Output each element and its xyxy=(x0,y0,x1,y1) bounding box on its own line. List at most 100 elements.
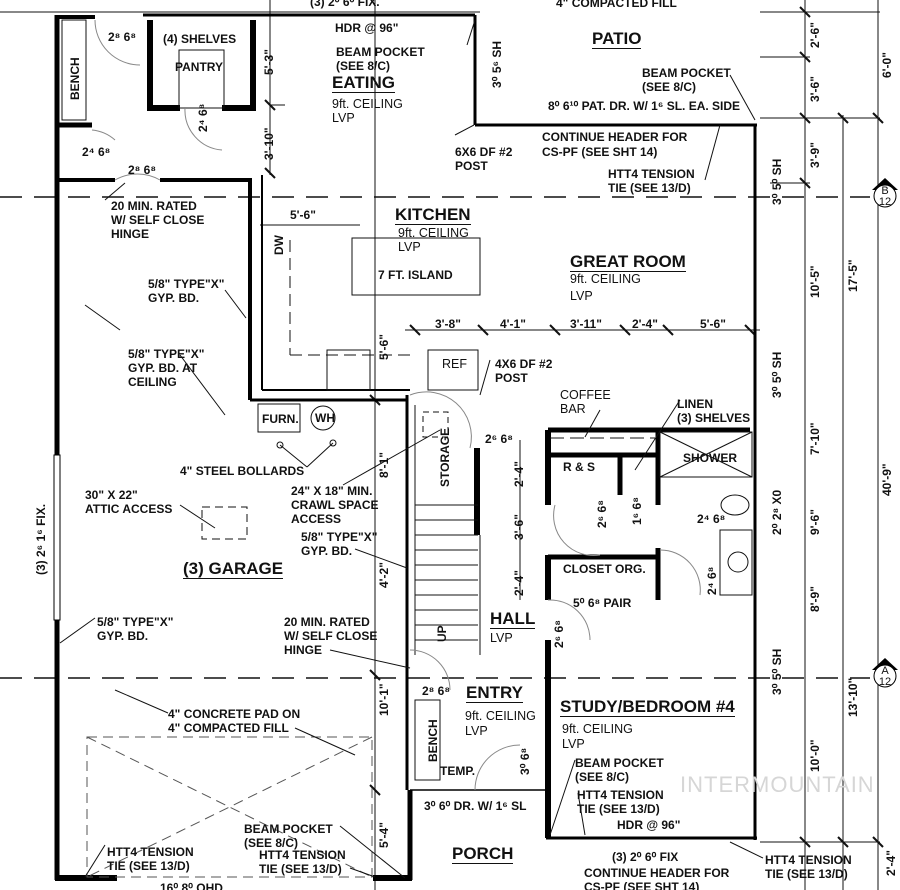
note-beam-pocket: BEAM POCKET xyxy=(575,756,664,770)
note-continue-header: CS-PF (SEE SHT 14) xyxy=(542,145,658,159)
closet-org-label: CLOSET ORG. xyxy=(563,562,646,576)
note-crawl: CRAWL SPACE xyxy=(291,498,379,512)
window-size: 3⁰ 5⁰ SH xyxy=(770,158,784,205)
note-window-fix: (3) 2⁶ 1⁶ FIX. xyxy=(34,503,48,575)
water-heater-outline xyxy=(310,405,336,431)
door-size: 2⁴ 6⁸ xyxy=(697,512,726,526)
note-continue-header: CS-PF (SEE SHT 14) xyxy=(584,880,700,890)
note-concrete: 4" CONCRETE PAD ON xyxy=(168,707,301,721)
door-swings xyxy=(91,19,701,791)
walls xyxy=(53,13,757,881)
arrows xyxy=(59,19,764,879)
door-size: 2⁴ 6⁸ xyxy=(196,103,210,132)
note-tension-tie: TIE (SEE 13/D) xyxy=(259,862,342,876)
door-size: 5⁰ 6⁸ PAIR xyxy=(573,596,632,610)
note-rated-door: HINGE xyxy=(111,227,150,241)
dishwasher-label: DW xyxy=(272,235,286,255)
door-size: 2⁸ 6⁸ xyxy=(128,163,157,177)
ref-outline xyxy=(427,349,479,391)
shower-label: SHOWER xyxy=(683,451,737,465)
dimension: 3'-11" xyxy=(570,317,602,331)
bench-entry-outline xyxy=(414,699,441,781)
grid-marker-letter: B xyxy=(881,185,889,197)
grid-marker-sheet: 12 xyxy=(878,676,892,688)
pantry-label: PANTRY xyxy=(175,60,223,74)
note-beam-pocket: (SEE 8/C) xyxy=(642,80,697,94)
water-heater-label: WH xyxy=(315,411,335,425)
door-size: 2⁶ 6⁸ xyxy=(485,432,513,446)
room-great-room-floor: LVP xyxy=(570,289,593,303)
room-great-room-name: GREAT ROOM xyxy=(570,252,686,272)
attic-access-outline xyxy=(201,506,248,540)
window-size: 3⁰ 5⁰ SH xyxy=(770,648,784,695)
note-concrete: 4" COMPACTED FILL xyxy=(168,721,289,735)
stair-up-label: UP xyxy=(435,625,449,642)
furnace-outline xyxy=(257,403,301,433)
note-beam-pocket: (SEE 8/C) xyxy=(244,836,299,850)
note-bollards: 4" STEEL BOLLARDS xyxy=(180,464,305,478)
door-size: 2⁸ 6⁸ xyxy=(422,684,451,698)
grid-lines xyxy=(0,196,870,679)
dimension-ticks xyxy=(264,6,884,848)
room-study-name: STUDY/BEDROOM #4 xyxy=(560,697,735,717)
note-crawl: ACCESS xyxy=(291,512,342,526)
dimension: 7'-10" xyxy=(808,422,822,455)
dimension: 5'-6" xyxy=(377,334,391,360)
dimension: 5'-6" xyxy=(700,317,726,331)
watermark: INTERMOUNTAIN xyxy=(680,772,875,797)
room-eating-ceiling: 9ft. CEILING xyxy=(332,97,403,111)
door-size: 3⁰ 6⁸ xyxy=(518,747,532,775)
note-rated-door: W/ SELF CLOSE xyxy=(284,629,378,643)
note-post: 4X6 DF #2 xyxy=(495,357,553,371)
room-eating-floor: LVP xyxy=(332,111,355,125)
dimension: 10'-1" xyxy=(377,683,391,716)
bench-label: BENCH xyxy=(68,57,82,100)
note-gyp-bd: 5/8" TYPE"X" xyxy=(301,530,378,544)
note-attic: 30" X 22" xyxy=(85,488,138,502)
room-kitchen-ceiling: 9ft. CEILING xyxy=(398,226,469,240)
dimension: 4'-1" xyxy=(500,317,526,331)
dimension: 2'-4" xyxy=(512,570,526,596)
coffee-bar-label: COFFEE xyxy=(560,388,611,402)
grid-marker-a: A 12 xyxy=(872,658,898,688)
note-tension-tie: HTT4 TENSION xyxy=(577,788,664,802)
room-kitchen-floor: LVP xyxy=(398,240,421,254)
note-rated-door: HINGE xyxy=(284,643,323,657)
dimension: 5'-4" xyxy=(377,822,391,848)
room-garage-name: (3) GARAGE xyxy=(183,559,284,579)
dimension: 8'-9" xyxy=(808,586,822,612)
note-patio-door: 8⁰ 6¹⁰ PAT. DR. W/ 1⁶ SL. EA. SIDE xyxy=(548,99,741,113)
bench-label: BENCH xyxy=(426,719,440,762)
pantry-shelf-outline xyxy=(178,49,225,109)
dimension: 2'-4" xyxy=(884,850,898,876)
note-window-fix: (3) 2⁰ 6⁰ FIX. xyxy=(310,0,380,9)
note-gyp-bd: GYP. BD. xyxy=(148,291,200,305)
garage-door-outline xyxy=(86,736,373,878)
window-size: 3⁰ 5⁰ SH xyxy=(770,351,784,398)
note-tension-tie: HTT4 TENSION xyxy=(765,853,852,867)
note-post: POST xyxy=(455,159,488,173)
note-gyp-bd: 5/8" TYPE"X" xyxy=(97,615,174,629)
room-study-ceiling: 9ft. CEILING xyxy=(562,722,633,736)
note-header: HDR @ 96" xyxy=(617,818,681,832)
note-beam-pocket: (SEE 8/C) xyxy=(575,770,630,784)
dimension: 3'-10" xyxy=(262,127,276,160)
note-gyp-bd: 5/8" TYPE"X" xyxy=(148,277,225,291)
dimension: 2'-4" xyxy=(512,461,526,487)
note-beam-pocket: BEAM POCKET xyxy=(642,66,731,80)
dimension: 40'-9" xyxy=(880,463,894,496)
door-size: 2⁴ 6⁸ xyxy=(82,145,111,159)
fixtures-outlines xyxy=(61,19,753,781)
note-header: HDR @ 96" xyxy=(335,21,399,35)
note-gyp-bd: GYP. BD. xyxy=(301,544,353,558)
dimension: 5'-3" xyxy=(262,49,276,75)
dimension: 5'-6" xyxy=(290,208,316,222)
dimension: 8'-1" xyxy=(377,452,391,478)
grid-marker-sheet: 12 xyxy=(878,196,892,208)
grid-marker-b: B 12 xyxy=(872,178,898,208)
toilet-outline xyxy=(720,494,750,516)
note-rated-door: 20 MIN. RATED xyxy=(284,615,370,629)
door-size: 1⁶ 6⁸ xyxy=(630,497,644,525)
room-study-floor: LVP xyxy=(562,737,585,751)
